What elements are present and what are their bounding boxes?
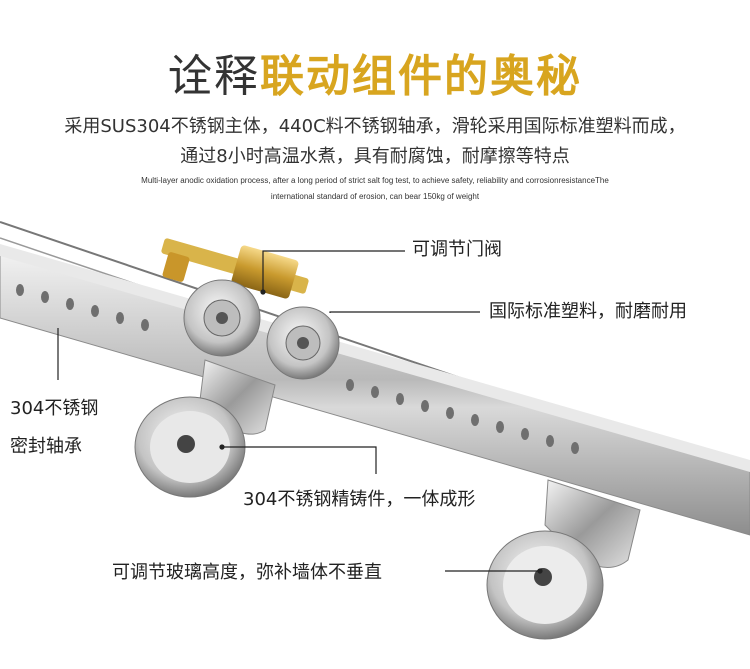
brass-valve (161, 238, 309, 299)
lower-wheel-right (486, 530, 604, 640)
callout-casting: 304不锈钢精铸件，一体成形 (243, 489, 476, 510)
callout-bearing-line-1: 304不锈钢 (10, 398, 99, 419)
callout-lines (57, 250, 543, 574)
english-line-2: international standard of erosion, can b… (270, 192, 480, 201)
callout-valve: 可调节门阀 (412, 239, 502, 260)
rail-holes (16, 284, 579, 454)
english-line-1: Multi-layer anodic oxidation process, af… (141, 176, 609, 185)
header: 诠释联动组件的奥秘 采用SUS304不锈钢主体，440C料不锈钢轴承，滑轮采用国… (0, 0, 750, 210)
track-rail-top (0, 244, 750, 472)
callout-bearing-line-2: 密封轴承 (10, 436, 82, 457)
title-accent: 联动组件的奥秘 (260, 51, 582, 102)
callout-height: 可调节玻璃高度，弥补墙体不垂直 (112, 562, 382, 583)
upper-wheel-right (266, 306, 340, 380)
upper-wheel-left (183, 279, 261, 357)
subtitle-line-1: 采用SUS304不锈钢主体，440C料不锈钢轴承，滑轮采用国际标准塑料而成， (64, 116, 686, 137)
page-title: 诠释联动组件的奥秘 (0, 40, 750, 104)
lower-wheel-left (134, 396, 246, 498)
callout-plastic: 国际标准塑料，耐磨耐用 (489, 301, 687, 322)
title-plain: 诠释 (168, 51, 260, 102)
subtitle-line-2: 通过8小时高温水煮，具有耐腐蚀，耐摩擦等特点 (180, 146, 570, 167)
callout-bearing: 304不锈钢 密封轴承 (10, 390, 98, 466)
